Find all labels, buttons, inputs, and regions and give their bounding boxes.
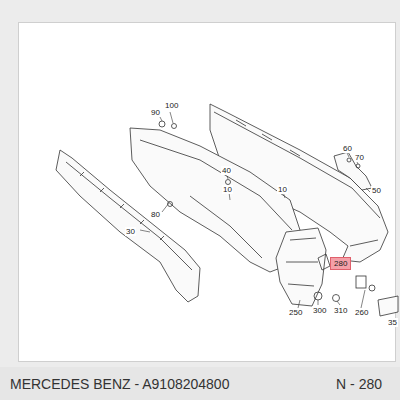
callout-number: 100 [164, 101, 179, 110]
callout-number: 80 [150, 210, 161, 219]
callout-number: 10 [277, 185, 288, 194]
callout-number: 70 [354, 153, 365, 162]
part-number-band: MERCEDES BENZ - A9108204800 N - 280 [0, 367, 400, 400]
callout-number: 40 [221, 166, 232, 175]
callout-number: 10 [222, 185, 233, 194]
part-number-text: N - 280 [336, 376, 382, 392]
callout-number: 310 [333, 306, 348, 315]
callout-number: 250 [288, 308, 303, 317]
callout-number: 280 [334, 259, 347, 268]
callout-number: 300 [312, 306, 327, 315]
callout-number: 90 [150, 108, 161, 117]
part-number-text: MERCEDES BENZ - A9108204800 [10, 376, 229, 392]
callout-number: 260 [354, 308, 369, 317]
callout-number: 50 [371, 186, 382, 195]
highlight-box: 280 [330, 257, 351, 270]
callout-number: 60 [342, 144, 353, 153]
callout-number: 30 [125, 227, 136, 236]
callout-number: 35 [387, 318, 398, 327]
